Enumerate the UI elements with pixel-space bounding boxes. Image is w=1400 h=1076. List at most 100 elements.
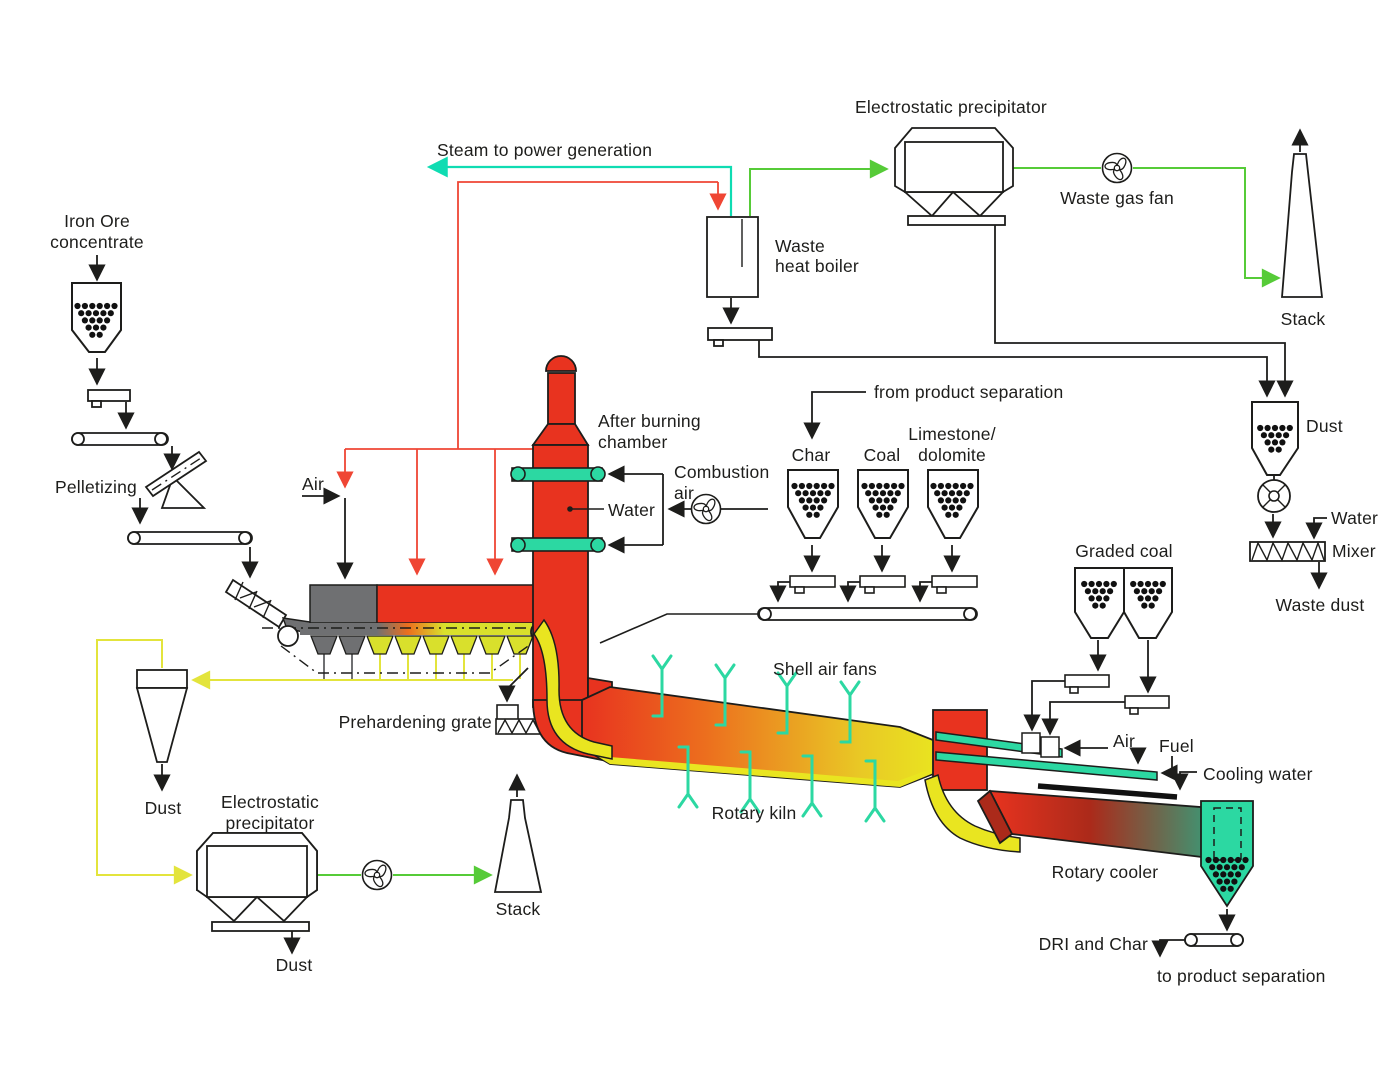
dust-bin-right: [1251, 401, 1299, 476]
iron-ore-hopper: [71, 282, 122, 353]
electrostatic-precipitator-bottom: [196, 832, 318, 932]
label-whb-2: heat boiler: [775, 256, 859, 276]
grate-product-feed-line: [498, 667, 529, 703]
label-steam: Steam to power generation: [437, 140, 652, 160]
label-whb-1: Waste: [775, 236, 825, 256]
dust-transfer-lines: [758, 225, 1294, 398]
label-combustion-1: Combustion: [674, 462, 769, 482]
cooler-discharge-hopper: [1200, 800, 1254, 908]
label-rotary-cooler: Rotary cooler: [1052, 862, 1159, 882]
kiln-injection-pipes: [935, 731, 1158, 781]
label-mixer: Mixer: [1332, 541, 1376, 561]
additives-conveyor: [757, 607, 978, 621]
transfer-chute-line: [599, 613, 758, 644]
stack-bottom: [493, 799, 543, 893]
stack-arrows: [508, 128, 1309, 797]
label-esp-top: Electrostatic precipitator: [855, 97, 1047, 117]
label-air-kiln: Air: [1113, 731, 1135, 751]
label-shell-air-fans: Shell air fans: [773, 659, 877, 679]
coal-dots: [861, 482, 905, 518]
cooling-water-pipe: [1037, 783, 1178, 800]
label-waste-dust: Waste dust: [1276, 595, 1365, 615]
product-conveyor: [1184, 933, 1244, 947]
label-stack-top: Stack: [1281, 309, 1326, 329]
steam-line: [426, 156, 733, 216]
char-dots: [791, 482, 835, 518]
grate-feed-chute: [224, 578, 311, 634]
shell-air-fans: [651, 654, 886, 823]
dust-dots: [1257, 424, 1293, 453]
kiln-discharge-head: [932, 709, 988, 791]
prehardening-grate: [262, 584, 552, 674]
grate-offgas-lines-yellow: [96, 639, 521, 885]
label-dust-cyclone: Dust: [145, 798, 182, 818]
label-dri-and-char: DRI and Char: [1039, 934, 1148, 954]
label-limestone-2: dolomite: [918, 445, 986, 465]
rotary-kiln: [581, 686, 939, 788]
ore-dots: [74, 302, 118, 338]
water-pointer: [567, 506, 604, 512]
label-from-product-separation: from product separation: [874, 382, 1063, 402]
mixer: [1249, 540, 1326, 562]
label-rotary-kiln: Rotary kiln: [712, 803, 797, 823]
flue-gas-lines-green: [317, 159, 1281, 885]
grate-windboxes: [310, 635, 534, 655]
kiln-injection-arrows: [1063, 739, 1197, 791]
limestone-hopper: [927, 469, 979, 594]
rotary-valve: [1257, 479, 1291, 513]
waste-gas-fan: [1101, 152, 1133, 184]
recycled-gas-lines: [336, 181, 727, 576]
label-water-chamber: Water: [608, 500, 655, 520]
label-esp-bottom-2: precipitator: [226, 813, 315, 833]
label-combustion-2: air: [674, 483, 694, 503]
label-iron-ore-1: Iron Ore: [64, 211, 130, 231]
dri-dots: [1205, 856, 1249, 892]
ore-feeder: [87, 389, 131, 408]
limestone-dots: [930, 482, 974, 518]
cyclone: [135, 669, 189, 763]
label-to-product-separation: to product separation: [1157, 966, 1326, 986]
stack-top: [1281, 153, 1324, 298]
label-dust-right: Dust: [1306, 416, 1343, 436]
air-to-grate-lines: [302, 487, 354, 580]
cooler-inlet-flow: [924, 773, 1021, 853]
label-limestone-1: Limestone/: [908, 424, 996, 444]
label-char: Char: [792, 445, 831, 465]
from-product-separation-line: [803, 391, 866, 440]
electrostatic-precipitator-top: [894, 127, 1014, 226]
chamber-water-pipes: [510, 466, 606, 553]
label-air-grate: Air: [302, 474, 324, 494]
coal-injection-port-1: [1021, 732, 1041, 754]
kiln-material-flow: [533, 618, 613, 760]
conveyor-2: [127, 531, 253, 545]
bottom-dust-arrows: [153, 764, 301, 955]
exhaust-fan-bottom: [361, 859, 393, 891]
after-burning-chamber: [531, 355, 613, 764]
label-stack-bottom: Stack: [496, 899, 541, 919]
grate-drum-left: [277, 625, 299, 647]
graded-coal-hoppers: [1064, 567, 1173, 715]
product-out-arrows: [1151, 909, 1236, 958]
combustion-air-fan: [690, 493, 722, 525]
label-prehardening-grate: Prehardening grate: [339, 712, 492, 732]
label-dust-esp-bottom: Dust: [276, 955, 313, 975]
label-waste-gas-fan: Waste gas fan: [1060, 188, 1174, 208]
label-pelletizing: Pelletizing: [55, 477, 137, 497]
bin-feeder-arrows: [769, 545, 1157, 736]
label-iron-ore-2: concentrate: [50, 232, 144, 252]
char-hopper: [787, 469, 839, 594]
label-cooling-water: Cooling water: [1203, 764, 1313, 784]
label-esp-bottom-1: Electrostatic: [221, 792, 319, 812]
label-abc-2: chamber: [598, 432, 668, 452]
label-water-right: Water: [1331, 508, 1378, 528]
raw-material-arrows: [88, 255, 259, 579]
coal-hopper: [857, 469, 909, 594]
label-coal: Coal: [864, 445, 901, 465]
grate-windbox-drops-grey: [323, 654, 353, 679]
waste-heat-boiler: [706, 216, 773, 347]
graded-coal-dots-1: [1081, 580, 1117, 609]
coal-injection-port-2: [1040, 736, 1060, 758]
pelletizing-disc: [144, 450, 208, 509]
